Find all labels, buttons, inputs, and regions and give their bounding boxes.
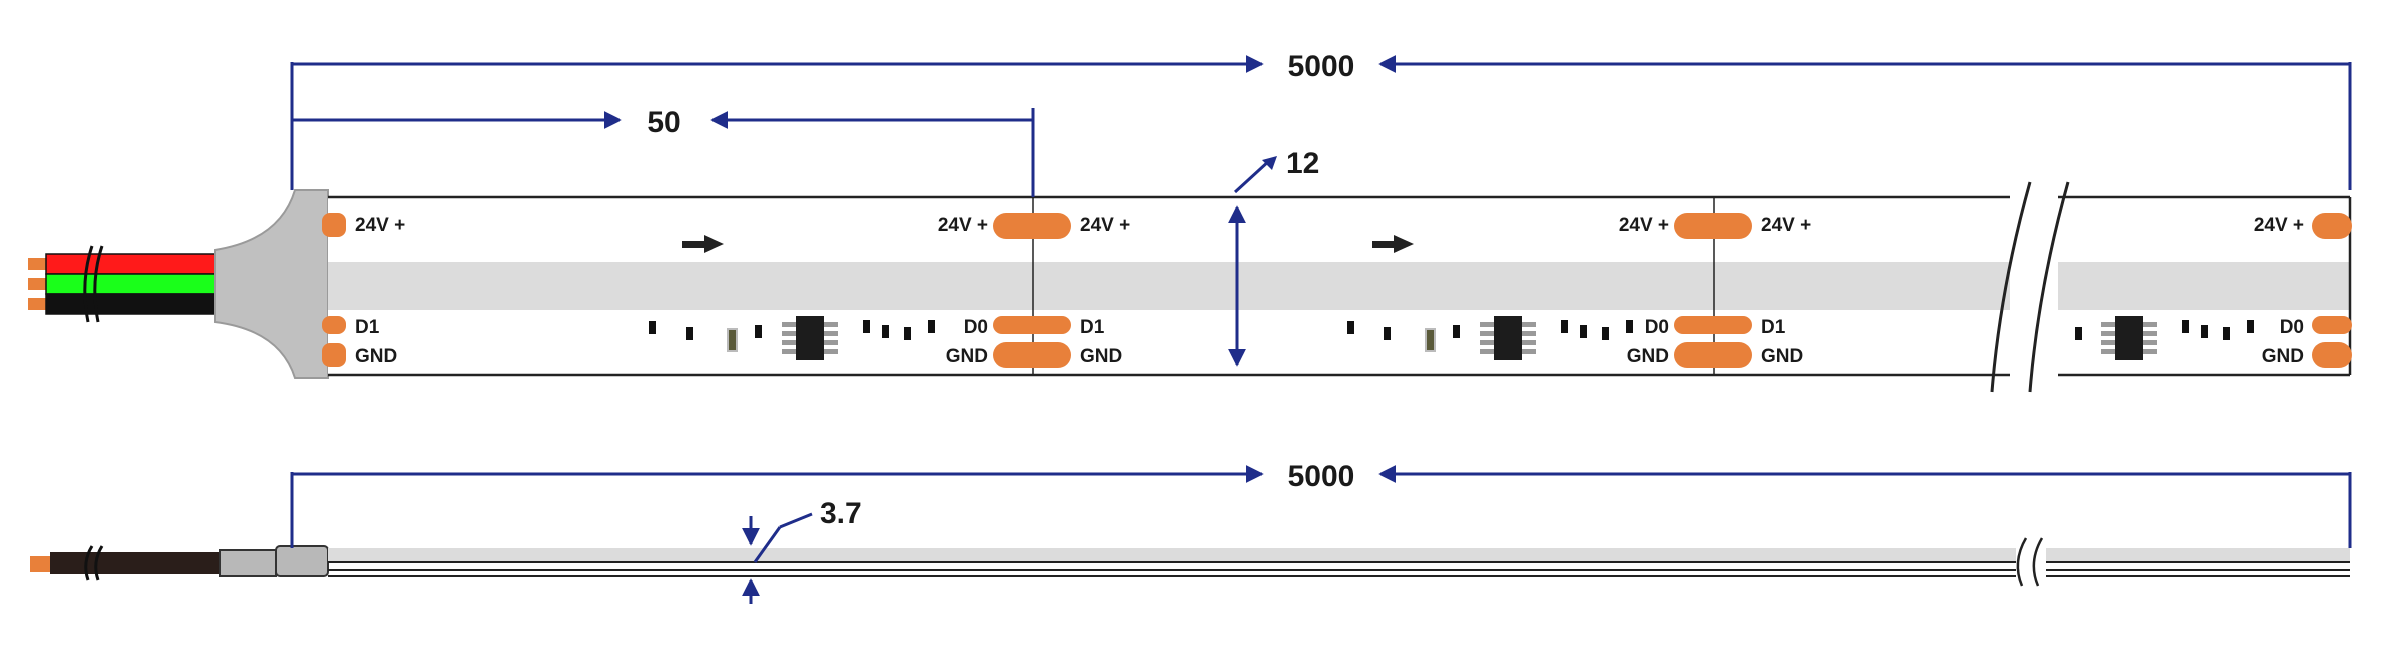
end-cap: [275, 545, 329, 577]
resistor: [2182, 320, 2189, 333]
capacitor: [727, 328, 738, 352]
strip-break-mark: [1990, 181, 2070, 393]
resistor: [904, 327, 911, 340]
pad-label-ground: GND: [2262, 346, 2304, 367]
side-view: 5000 3.7: [30, 460, 2352, 604]
wire-red: [45, 253, 217, 275]
end-cap: [214, 189, 329, 379]
ic-chip: [2101, 316, 2157, 360]
direction-arrow-icon: [682, 235, 724, 253]
pad: [322, 213, 346, 237]
wire-tip-red: [28, 258, 46, 270]
resistor: [1602, 327, 1609, 340]
top-view: 24V + D1 GND 24V + D0 GND 24V + D1 GND 2…: [28, 50, 2352, 393]
wire-black: [45, 293, 217, 315]
dimension-total-length: 5000: [290, 50, 2352, 190]
resistor: [1561, 320, 1568, 333]
pad-label-positive: 24V +: [355, 215, 405, 236]
pad: [1674, 342, 1752, 368]
center-band: [328, 262, 2010, 310]
pad: [993, 213, 1071, 239]
wire-tip-green: [28, 278, 46, 290]
pad-label-data-in: D1: [1761, 317, 1786, 338]
resistor: [1347, 321, 1354, 334]
resistor: [863, 320, 870, 333]
resistor: [1384, 327, 1391, 340]
pad-label-ground: GND: [1627, 346, 1669, 367]
wire-tip-black: [28, 298, 46, 310]
wire-green: [45, 273, 217, 295]
component-group: [1347, 316, 1633, 360]
resistor: [1580, 325, 1587, 338]
wire-break-mark: [83, 245, 94, 323]
dimension-total-length-side: 5000: [290, 460, 2352, 548]
dimension-label-width: 12: [1286, 147, 1319, 180]
strip-profile-top: [328, 548, 2350, 562]
resistor: [2201, 325, 2208, 338]
input-wires: [28, 245, 217, 323]
pad-label-ground: GND: [355, 346, 397, 367]
pad: [993, 342, 1071, 368]
pad: [1674, 213, 1752, 239]
pad-labels: 24V + D1 GND 24V + D0 GND 24V + D1 GND 2…: [355, 215, 2304, 367]
direction-arrow-icon: [1372, 235, 1414, 253]
resistor: [755, 325, 762, 338]
pad-label-positive: 24V +: [1619, 215, 1669, 236]
pad: [993, 316, 1071, 334]
pad-label-data-out: D0: [2280, 317, 2304, 338]
strip-break-mark: [2016, 537, 2028, 587]
pad: [322, 343, 346, 367]
connector-sleeve: [219, 549, 277, 577]
resistor: [2075, 327, 2082, 340]
ic-chip: [782, 316, 838, 360]
pad-label-data-out: D0: [964, 317, 988, 338]
pad-label-ground: GND: [946, 346, 988, 367]
component-group: [2075, 316, 2254, 360]
component-group: [649, 316, 935, 360]
ic-chip: [1480, 316, 1536, 360]
resistor: [1453, 325, 1460, 338]
dimension-label-total-length: 5000: [1288, 50, 1355, 83]
pad-label-data-in: D1: [1080, 317, 1105, 338]
cable: [50, 552, 222, 574]
resistor: [686, 327, 693, 340]
dimension-label-cut-length: 50: [647, 106, 680, 139]
resistor: [1626, 320, 1633, 333]
pad-label-positive: 24V +: [1080, 215, 1130, 236]
pad-label-positive: 24V +: [938, 215, 988, 236]
pad-label-ground: GND: [1080, 346, 1122, 367]
pad-label-data-out: D0: [1645, 317, 1669, 338]
solder-pads: [322, 213, 2352, 368]
pad-label-positive: 24V +: [2254, 215, 2304, 236]
resistor: [2247, 320, 2254, 333]
pad: [322, 316, 346, 334]
capacitor: [1425, 328, 1436, 352]
pad: [2312, 213, 2352, 239]
resistor: [928, 320, 935, 333]
cable-break-mark: [84, 545, 94, 581]
resistor: [882, 325, 889, 338]
resistor: [2223, 327, 2230, 340]
pad: [1674, 316, 1752, 334]
pad: [2312, 342, 2352, 368]
dimension-label-total-length-side: 5000: [1288, 460, 1355, 493]
cable-tip: [30, 556, 52, 572]
pad-label-data-in: D1: [355, 317, 380, 338]
pad: [2312, 316, 2352, 334]
pad-label-positive: 24V +: [1761, 215, 1811, 236]
pad-label-ground: GND: [1761, 346, 1803, 367]
dimension-cut-length: 50: [292, 106, 1035, 197]
resistor: [649, 321, 656, 334]
dimension-label-thickness: 3.7: [820, 497, 862, 530]
dimension-width: 12: [1228, 147, 1319, 367]
dimension-thickness: 3.7: [742, 497, 862, 604]
